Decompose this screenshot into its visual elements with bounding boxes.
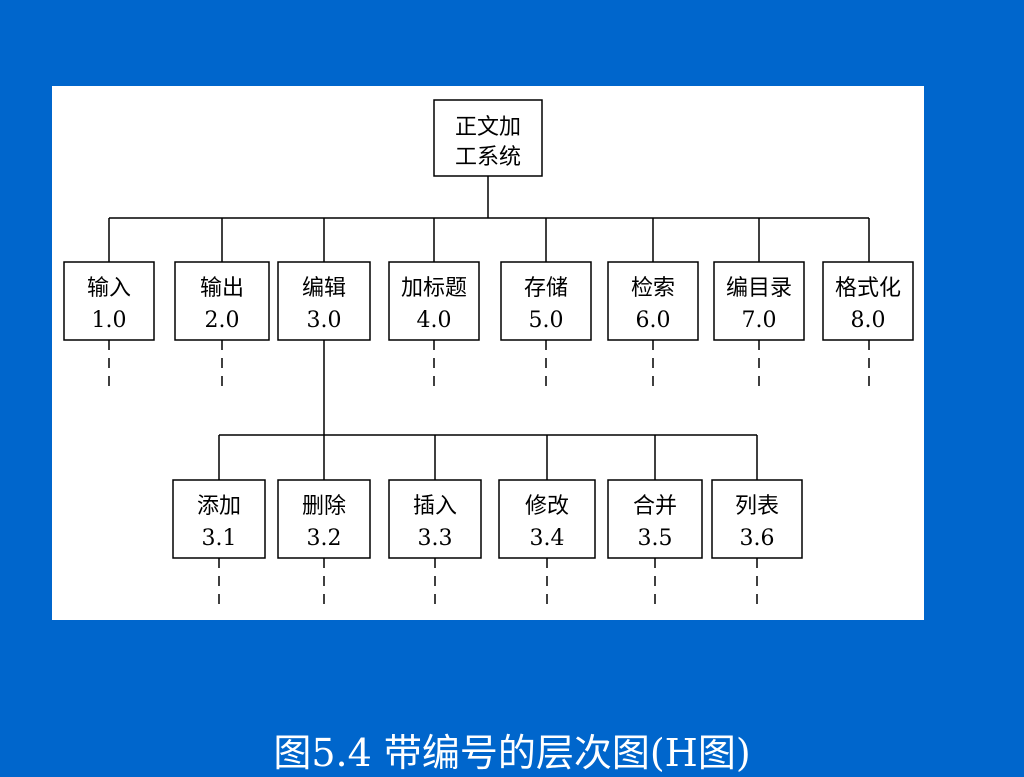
node-label: 插入	[413, 494, 457, 519]
node-code: 3.5	[638, 526, 673, 551]
node-label: 输入	[87, 276, 131, 301]
node-label: 修改	[525, 494, 569, 519]
node-label: 合并	[633, 494, 677, 519]
node-3-4: 修改 3.4	[498, 479, 596, 559]
node-code: 6.0	[636, 308, 671, 333]
node-3-0: 编辑 3.0	[277, 261, 371, 341]
node-code: 2.0	[205, 308, 240, 333]
node-5-0: 存储 5.0	[500, 261, 592, 341]
node-3-2: 删除 3.2	[277, 479, 371, 559]
node-3-5: 合并 3.5	[607, 479, 703, 559]
node-label: 编目录	[726, 276, 792, 301]
node-8-0: 格式化 8.0	[822, 261, 914, 341]
node-code: 3.3	[418, 526, 453, 551]
node-code: 8.0	[851, 308, 886, 333]
node-3-6: 列表 3.6	[711, 479, 803, 559]
node-label: 添加	[197, 494, 241, 519]
connectors-level2	[218, 340, 758, 480]
node-4-0: 加标题 4.0	[388, 261, 480, 341]
node-2-0: 输出 2.0	[174, 261, 270, 341]
node-label: 存储	[524, 276, 568, 301]
node-label: 检索	[631, 276, 675, 301]
node-code: 1.0	[92, 308, 127, 333]
node-label: 列表	[735, 494, 779, 519]
node-3-1: 添加 3.1	[172, 479, 266, 559]
node-label: 格式化	[835, 276, 901, 301]
node-1-0: 输入 1.0	[63, 261, 155, 341]
node-code: 3.2	[307, 526, 342, 551]
node-7-0: 编目录 7.0	[713, 261, 805, 341]
node-code: 4.0	[417, 308, 452, 333]
node-code: 7.0	[742, 308, 777, 333]
node-root: 正文加 工系统	[433, 99, 543, 177]
level2-continuations	[218, 558, 758, 608]
node-label: 删除	[302, 494, 346, 519]
node-code: 3.6	[740, 526, 775, 551]
figure-caption: 图5.4 带编号的层次图(H图)	[273, 731, 751, 775]
node-label: 输出	[200, 276, 244, 301]
node-label: 编辑	[302, 276, 346, 301]
node-code: 5.0	[529, 308, 564, 333]
connectors-level1	[108, 176, 870, 262]
node-label: 加标题	[401, 276, 467, 301]
node-code: 3.1	[202, 526, 237, 551]
node-root-line-1: 正文加	[455, 115, 521, 140]
node-6-0: 检索 6.0	[607, 261, 699, 341]
node-3-3: 插入 3.3	[388, 479, 482, 559]
level1-continuations	[108, 340, 870, 392]
node-code: 3.4	[530, 526, 565, 551]
node-root-line-2: 工系统	[455, 145, 521, 170]
node-code: 3.0	[307, 308, 342, 333]
